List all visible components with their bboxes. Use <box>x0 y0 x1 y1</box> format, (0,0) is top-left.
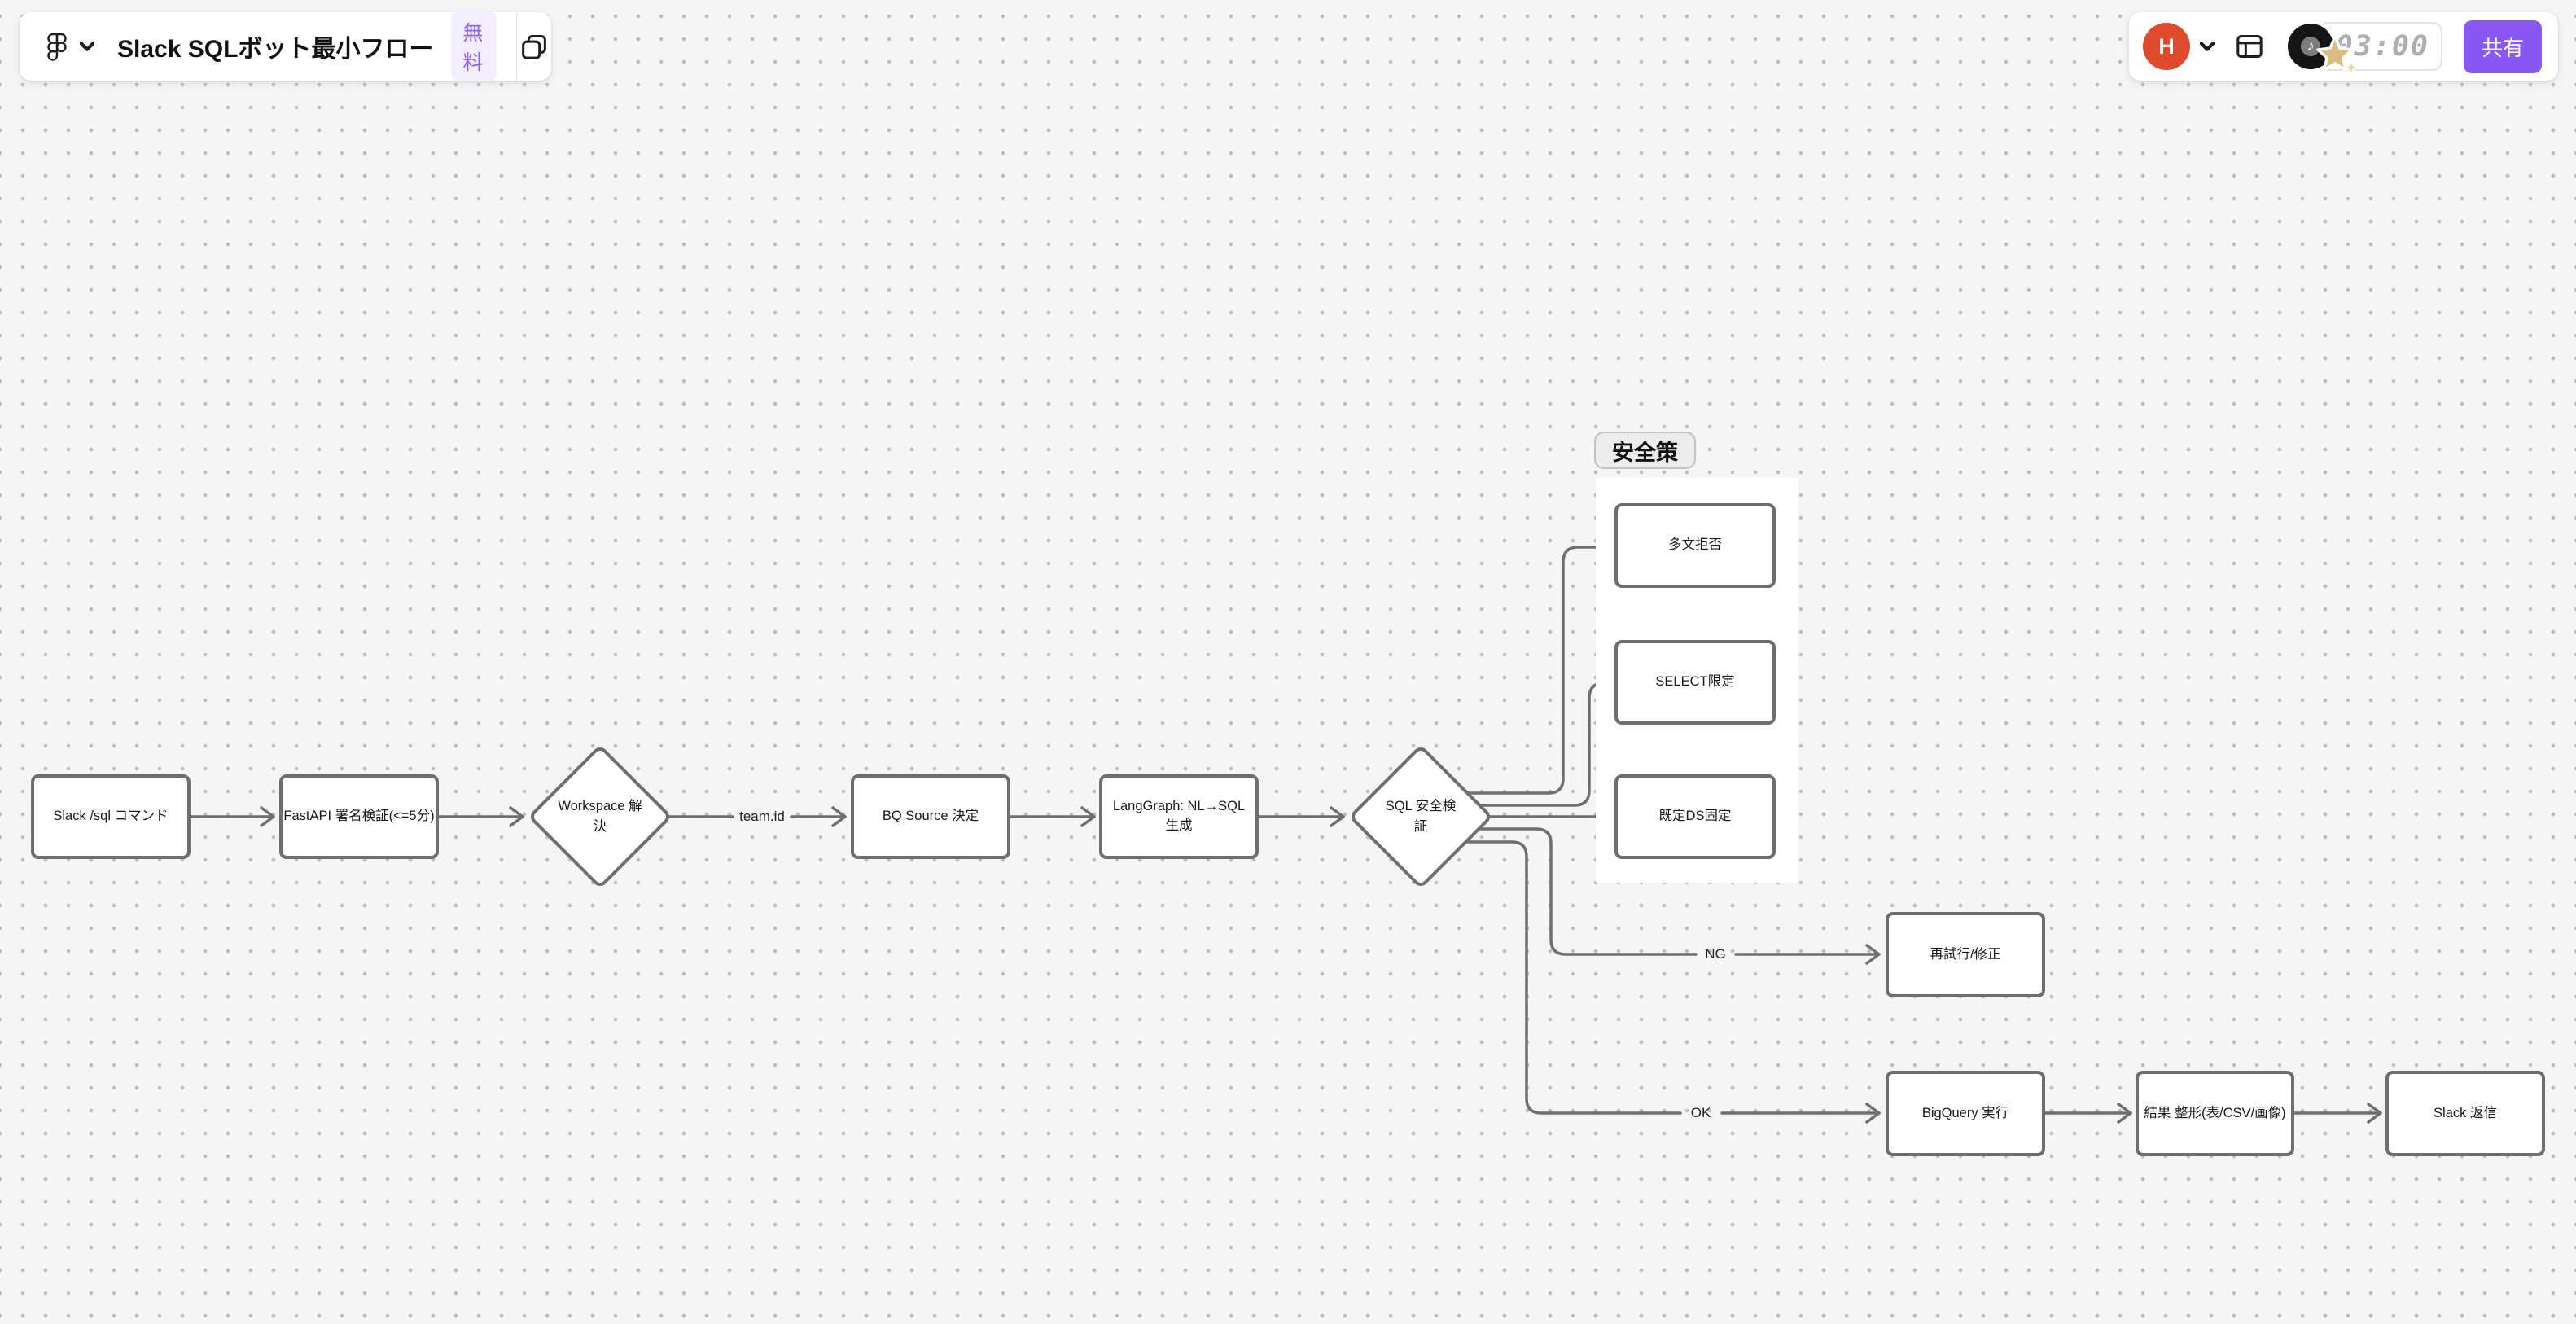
edge-label-ok: OK <box>1690 1105 1711 1120</box>
chevron-down-icon <box>80 42 94 51</box>
node-workspace-resolve[interactable]: Workspace 解決 <box>527 743 673 890</box>
avatar[interactable]: H <box>2142 23 2190 70</box>
node-default-ds-fixed[interactable]: 既定DS固定 <box>1614 774 1776 859</box>
share-button[interactable]: 共有 <box>2463 20 2542 73</box>
layout-grid-icon <box>2236 35 2263 58</box>
timer-sticker: ♪ <box>2287 22 2372 76</box>
node-slack-command[interactable]: Slack /sql コマンド <box>31 774 191 859</box>
node-label: BQ Source 決定 <box>882 809 979 824</box>
edge-label-ng: NG <box>1705 946 1726 962</box>
account-menu[interactable]: H <box>2131 23 2223 70</box>
node-bigquery-run[interactable]: BigQuery 実行 <box>1886 1071 2045 1156</box>
node-label: Workspace 解決 <box>558 799 642 834</box>
edge-label-team-id: team.id <box>739 809 785 824</box>
node-label: SELECT限定 <box>1655 674 1735 690</box>
chevron-down-icon <box>2199 42 2215 51</box>
node-label: Slack /sql コマンド <box>53 809 169 824</box>
node-label: 結果 整形(表/CSV/画像) <box>2144 1105 2286 1120</box>
node-multi-stmt-reject[interactable]: 多文拒否 <box>1614 503 1776 588</box>
layout-grid-button[interactable] <box>2223 12 2276 81</box>
node-label: 再試行/修正 <box>1930 946 2001 962</box>
file-title[interactable]: Slack SQLボット最小フロー <box>117 36 434 63</box>
timer-widget[interactable]: ♪ 03:00 <box>2287 22 2442 75</box>
node-fastapi-verify[interactable]: FastAPI 署名検証(<=5分) <box>279 774 439 859</box>
section-label-text: 安全策 <box>1612 440 1678 465</box>
node-slack-reply[interactable]: Slack 返信 <box>2385 1071 2545 1156</box>
node-label: LangGraph: NL→SQL 生成 <box>1112 799 1246 833</box>
timer-display: 03:00 <box>2335 30 2429 63</box>
node-label: 既定DS固定 <box>1658 809 1732 824</box>
main-menu-button[interactable] <box>20 12 109 81</box>
templates-button[interactable] <box>517 12 551 81</box>
plan-badge: 無料 <box>451 11 497 81</box>
node-select-only[interactable]: SELECT限定 <box>1614 640 1776 725</box>
header-right-pill: H ♪ 03:00 共有 <box>2129 12 2558 81</box>
node-retry-fix[interactable]: 再試行/修正 <box>1886 912 2045 997</box>
node-label: Slack 返信 <box>2434 1105 2497 1120</box>
node-label: 多文拒否 <box>1668 537 1722 553</box>
node-label: SQL 安全検証 <box>1385 799 1457 834</box>
header-left-pill: Slack SQLボット最小フロー 無料 <box>20 11 551 81</box>
node-sql-safety-check[interactable]: SQL 安全検証 <box>1347 743 1494 890</box>
node-langgraph-nl2sql[interactable]: LangGraph: NL→SQL 生成 <box>1099 774 1259 859</box>
node-result-format[interactable]: 結果 整形(表/CSV/画像) <box>2136 1071 2294 1156</box>
node-label: BigQuery 実行 <box>1921 1105 2009 1120</box>
section-safety-label[interactable]: 安全策 <box>1594 432 1696 469</box>
node-label: FastAPI 署名検証(<=5分) <box>283 809 435 824</box>
overlapping-squares-icon <box>522 35 546 59</box>
divider <box>515 12 518 81</box>
figma-logo-icon <box>47 33 67 61</box>
gold-star-icon <box>2316 35 2359 75</box>
node-bq-source[interactable]: BQ Source 決定 <box>851 774 1010 859</box>
